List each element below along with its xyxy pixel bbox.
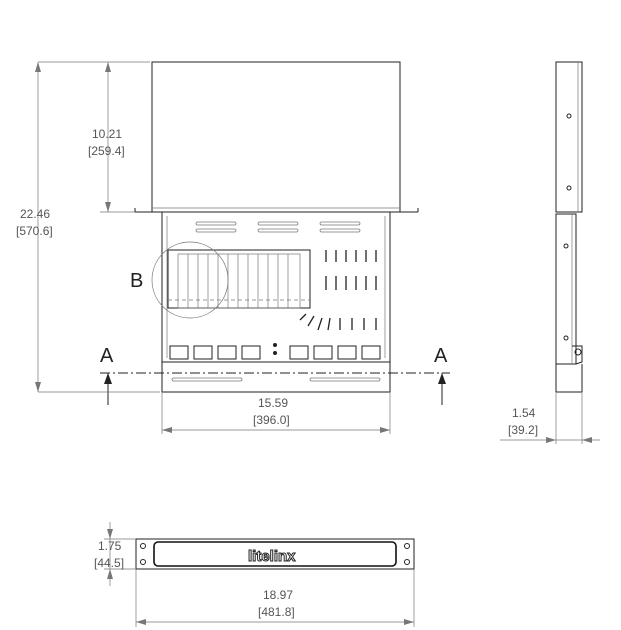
side-tray bbox=[555, 213, 577, 365]
section-label-left: A bbox=[100, 345, 114, 367]
side-view: 1.54 [39.2] bbox=[500, 61, 600, 444]
top-vents bbox=[195, 221, 361, 233]
brand-logo: litelinx bbox=[248, 548, 296, 565]
front-bezel bbox=[153, 541, 397, 567]
dim-lid-height-mm: [259.4] bbox=[88, 144, 125, 158]
dim-front-width-mm: [481.8] bbox=[258, 605, 295, 619]
dim-front-width: 18.97 bbox=[263, 588, 293, 602]
dim-total-height-mm: [570.6] bbox=[16, 224, 53, 238]
detail-b-circle bbox=[151, 241, 229, 319]
side-vents bbox=[299, 250, 377, 331]
lid-outline bbox=[151, 61, 401, 213]
connector-row bbox=[169, 343, 381, 360]
dim-front-height-mm: [44.5] bbox=[94, 556, 124, 570]
side-lid bbox=[555, 61, 583, 213]
dim-width-mm: [396.0] bbox=[253, 413, 290, 427]
dim-depth: 1.54 bbox=[512, 406, 536, 420]
section-label-right: A bbox=[434, 345, 448, 367]
dim-total-height: 22.46 bbox=[20, 207, 50, 221]
dim-lid-height: 10.21 bbox=[92, 127, 122, 141]
dim-depth-mm: [39.2] bbox=[508, 423, 538, 437]
detail-b-label: B bbox=[130, 270, 143, 292]
front-panel bbox=[161, 361, 391, 393]
adapter-modules bbox=[167, 249, 311, 309]
dim-width: 15.59 bbox=[258, 396, 288, 410]
front-view: litelinx 1.75 [44.5] 18.97 [481.8] bbox=[94, 522, 415, 627]
top-view: B bbox=[16, 61, 450, 434]
front-faceplate bbox=[135, 538, 415, 570]
dim-front-height: 1.75 bbox=[98, 539, 122, 553]
